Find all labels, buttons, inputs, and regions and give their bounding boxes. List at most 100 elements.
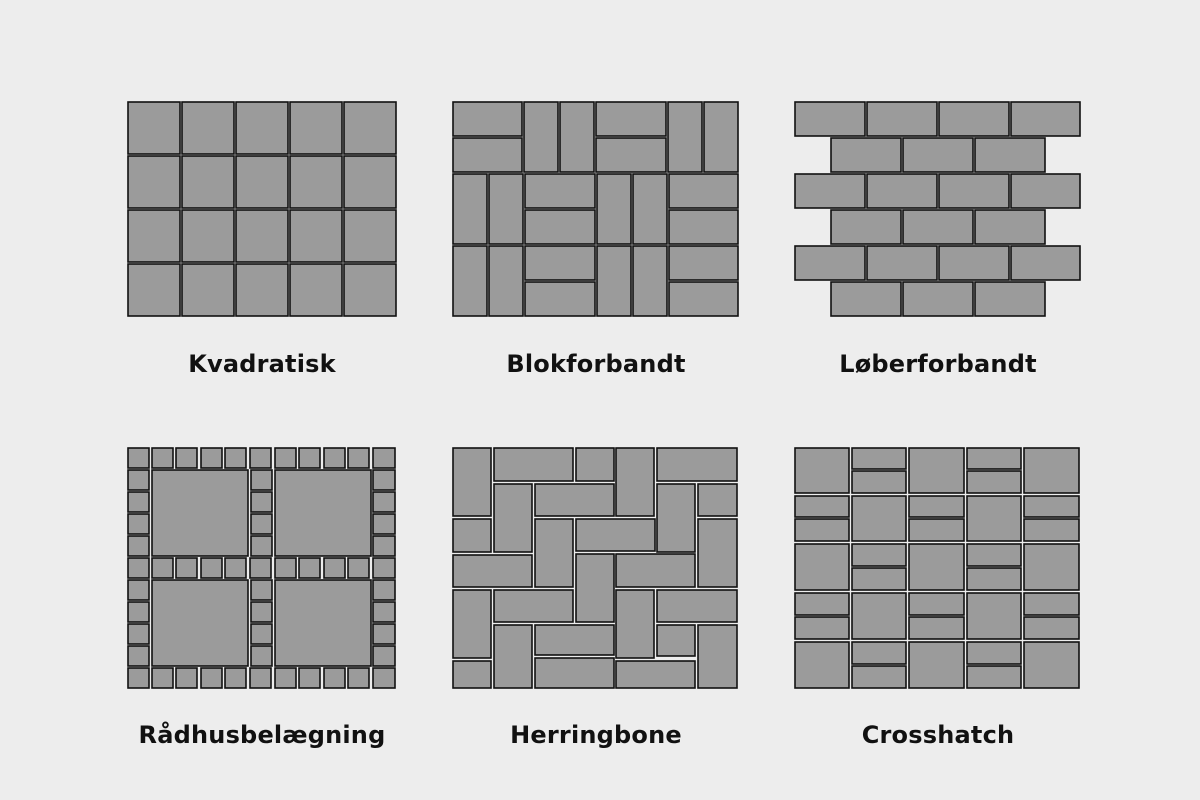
paver-tile — [902, 137, 974, 173]
paver-tile — [127, 579, 150, 601]
paver-tile — [372, 513, 396, 535]
paver-tile — [534, 483, 615, 517]
paver-tile — [372, 491, 396, 513]
paver-tile — [250, 535, 273, 557]
paver-tile — [127, 645, 150, 667]
paver-tile — [615, 660, 696, 689]
paver-tile — [794, 495, 850, 518]
paver-tile — [250, 513, 273, 535]
paver-tile — [524, 173, 596, 209]
paver-tile — [224, 447, 247, 469]
paver-tile — [974, 281, 1046, 317]
paver-tile — [1010, 101, 1081, 137]
paver-tile — [372, 469, 396, 491]
paver-tile — [1023, 592, 1080, 616]
paver-tile — [595, 137, 667, 173]
pattern-raadhusbelaegning — [127, 447, 396, 689]
pattern-crosshatch — [794, 447, 1080, 689]
paver-tile — [575, 553, 615, 623]
paver-tile — [851, 592, 907, 640]
paver-tile — [668, 245, 739, 281]
paver-tile — [524, 209, 596, 245]
paver-tile — [1023, 518, 1080, 542]
caption-crosshatch: Crosshatch — [861, 721, 1015, 749]
paver-tile — [908, 592, 965, 616]
paver-tile — [794, 173, 866, 209]
paver-tile — [347, 447, 370, 469]
paver-tile — [534, 624, 615, 656]
paver-tile — [343, 101, 397, 155]
paver-tile — [181, 209, 235, 263]
paver-tile — [343, 263, 397, 317]
paver-tile — [966, 641, 1022, 665]
paver-tile — [966, 447, 1022, 470]
paver-tile — [323, 667, 346, 689]
paver-tile — [493, 589, 574, 623]
paver-tile — [235, 155, 289, 209]
paver-tile — [323, 447, 346, 469]
paver-tile — [1023, 495, 1080, 518]
paver-tile — [938, 173, 1010, 209]
pattern-blokforbandt — [452, 101, 739, 317]
paver-tile — [289, 263, 343, 317]
caption-loeberforbandt: Løberforbandt — [839, 350, 1037, 378]
paver-tile — [372, 557, 396, 579]
paver-tile — [452, 518, 492, 553]
paver-tile — [656, 624, 696, 657]
paver-tile — [615, 447, 655, 517]
paver-tile — [523, 101, 559, 173]
paver-tile — [697, 483, 738, 517]
paver-tile — [289, 155, 343, 209]
paver-tile — [794, 616, 850, 640]
paver-tile — [668, 173, 739, 209]
pattern-loeberforbandt — [794, 101, 1081, 317]
paver-tile — [524, 245, 596, 281]
paver-tile — [274, 667, 297, 689]
paver-tile — [127, 557, 150, 579]
paver-tile — [1010, 173, 1081, 209]
paver-tile — [966, 665, 1022, 689]
paver-tile — [372, 447, 396, 469]
paver-tile — [224, 667, 247, 689]
paver-tile — [127, 263, 181, 317]
paver-tile — [452, 101, 523, 137]
paver-tile — [181, 263, 235, 317]
paver-tile — [127, 623, 150, 645]
paver-tile — [235, 101, 289, 155]
paver-tile — [830, 209, 902, 245]
paver-tile — [274, 557, 297, 579]
paver-tile — [181, 101, 235, 155]
paver-tile — [274, 579, 372, 667]
paver-tile — [966, 543, 1022, 567]
paver-tile — [347, 557, 370, 579]
paver-tile — [966, 567, 1022, 591]
paver-tile — [127, 447, 150, 469]
paver-tile — [127, 155, 181, 209]
paver-tile — [794, 245, 866, 281]
paver-tile — [175, 557, 198, 579]
paver-tile — [966, 592, 1022, 640]
paver-tile — [575, 447, 615, 482]
paver-tile — [632, 245, 668, 317]
paver-tile — [127, 209, 181, 263]
paver-tile — [224, 557, 247, 579]
paver-tile — [902, 209, 974, 245]
paver-tile — [452, 589, 492, 659]
paver-tile — [656, 447, 738, 482]
paver-tile — [575, 518, 656, 552]
paver-tile — [493, 483, 533, 553]
paver-tile — [298, 667, 321, 689]
paver-tile — [1010, 245, 1081, 281]
paver-tile — [274, 447, 297, 469]
paver-tile — [289, 101, 343, 155]
paver-tile — [347, 667, 370, 689]
paver-tile — [343, 155, 397, 209]
paver-tile — [908, 616, 965, 640]
paver-tile — [851, 470, 907, 494]
paver-tile — [668, 209, 739, 245]
paver-tile — [200, 667, 223, 689]
paver-tile — [559, 101, 595, 173]
paver-tile — [250, 645, 273, 667]
paver-tile — [851, 543, 907, 567]
